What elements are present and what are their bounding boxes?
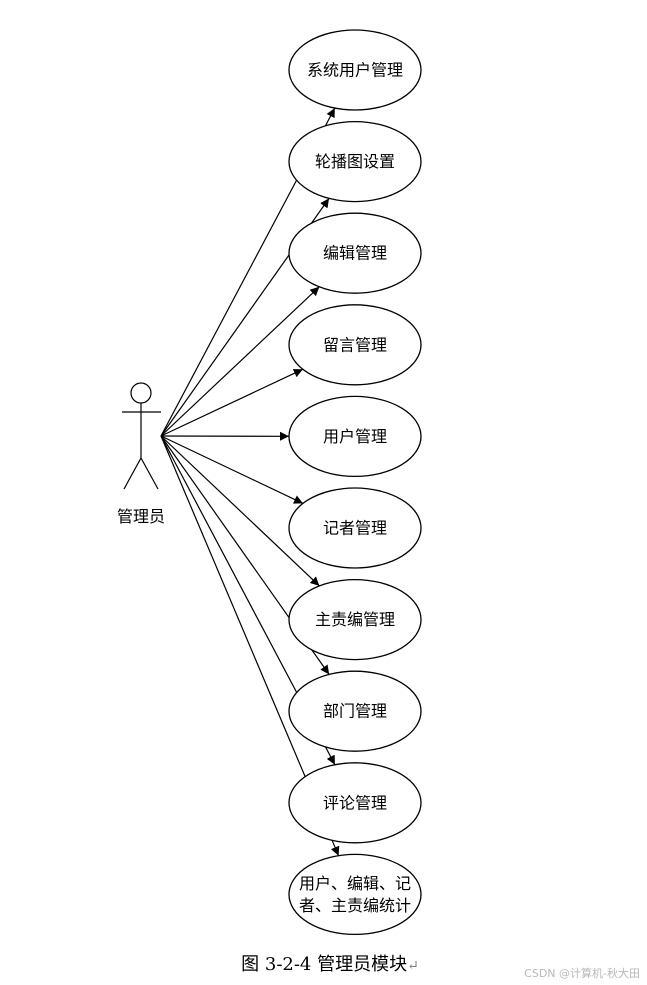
use-case-ellipse <box>288 762 422 844</box>
use-case-label: 评论管理 <box>323 793 387 812</box>
use-case-ellipse <box>288 29 422 111</box>
use-case-ellipse <box>288 304 422 386</box>
association-arrow <box>160 435 304 504</box>
association-arrow <box>160 435 320 587</box>
use-case-label: 记者管理 <box>323 519 387 538</box>
use-case-ellipse <box>288 395 422 478</box>
use-case-ellipse <box>288 212 422 294</box>
actor-left-leg <box>123 457 142 490</box>
use-case-label: 系统用户管理 <box>307 61 403 80</box>
use-case-node: 部门管理 <box>288 670 422 752</box>
use-case-node: 编辑管理 <box>288 212 422 294</box>
use-case-node: 用户管理 <box>288 395 422 478</box>
use-case-label: 主责编管理 <box>315 610 395 629</box>
use-case-node: 轮播图设置 <box>288 120 422 203</box>
use-case-label: 轮播图设置 <box>315 152 395 171</box>
use-case-label: 部门管理 <box>323 702 387 721</box>
use-case-label: 者、主责编统计 <box>299 896 411 915</box>
association-arrow <box>160 286 320 437</box>
use-case-ellipse <box>288 487 422 569</box>
use-case-ellipse <box>288 670 422 752</box>
use-case-ellipse <box>288 578 422 661</box>
use-case-node: 用户、编辑、记者、主责编统计 <box>288 853 422 936</box>
actor-right-leg <box>140 457 159 490</box>
actor-head <box>130 382 152 404</box>
use-case-ellipse <box>288 120 422 203</box>
actor-label: 管理员 <box>117 507 165 526</box>
use-case-label: 留言管理 <box>323 335 387 354</box>
use-case-node: 记者管理 <box>288 487 422 569</box>
use-case-label: 用户、编辑、记 <box>299 874 411 893</box>
csdn-watermark: CSDN @计算机-秋大田 <box>524 966 640 980</box>
use-case-label: 编辑管理 <box>323 244 387 263</box>
use-case-group: 系统用户管理轮播图设置编辑管理留言管理用户管理记者管理主责编管理部门管理评论管理… <box>288 29 422 936</box>
use-case-node: 留言管理 <box>288 304 422 386</box>
use-case-node: 评论管理 <box>288 762 422 844</box>
figure-caption: 图 3-2-4 管理员模块↵ <box>241 954 419 975</box>
use-case-label: 用户管理 <box>323 427 387 446</box>
association-lines <box>160 107 340 856</box>
use-case-node: 主责编管理 <box>288 578 422 661</box>
actor-figure: 管理员 <box>117 382 165 526</box>
use-case-node: 系统用户管理 <box>288 29 422 111</box>
association-arrow <box>160 368 304 437</box>
use-case-ellipse <box>288 853 422 936</box>
